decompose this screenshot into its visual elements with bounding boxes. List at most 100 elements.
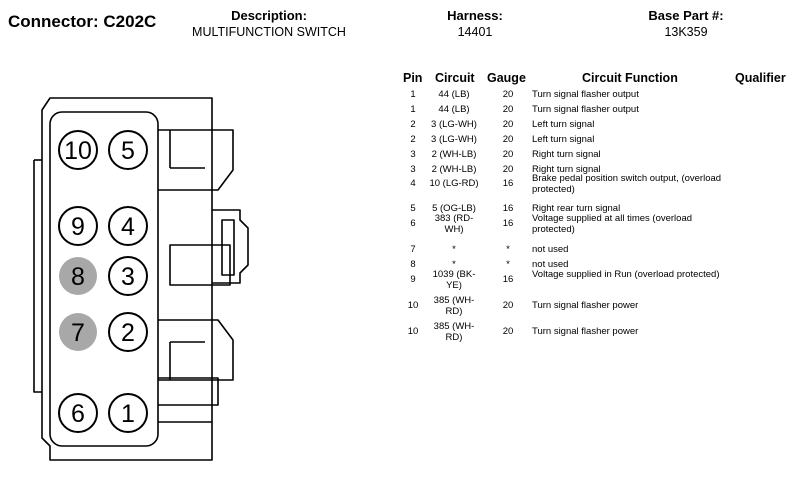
table-cell-function: Turn signal flasher power — [532, 300, 639, 311]
table-cell-function: Voltage supplied at all times (overload … — [532, 213, 693, 235]
table-cell-pin: 10 — [407, 326, 419, 337]
table-cell-pin: 6 — [410, 218, 416, 229]
table-cell-pin: 5 — [410, 203, 416, 214]
table-cell-pin: 1 — [410, 89, 416, 100]
table-cell-function: Brake pedal position switch output, (ove… — [532, 173, 722, 195]
column-header-circuit-function: Circuit Function — [582, 71, 678, 85]
description-label: Description: — [231, 8, 307, 23]
table-cell-function: Turn signal flasher output — [532, 104, 639, 115]
pin-cavity-2: 2 — [108, 312, 148, 352]
pin-cavity-1: 1 — [108, 393, 148, 433]
pin-circle — [108, 256, 148, 296]
table-cell-gauge: 16 — [502, 274, 514, 285]
connector-key — [212, 209, 249, 284]
table-cell-pin: 3 — [410, 164, 416, 175]
table-cell-circuit: 3 (LG-WH) — [431, 119, 477, 130]
connector-latch-top — [158, 129, 234, 191]
table-cell-circuit: 2 (WH-LB) — [431, 149, 477, 160]
connector-face-diagram: 10 5 9 4 8 3 7 2 6 1 — [33, 97, 249, 461]
table-cell-gauge: 20 — [502, 149, 514, 160]
pin-number-label: 7 — [71, 319, 85, 347]
pin-cavity-7: 7 — [59, 313, 97, 351]
pin-number-label: 3 — [121, 263, 135, 291]
pin-cavity-3: 3 — [108, 256, 148, 296]
pin-cavity-6: 6 — [58, 393, 98, 433]
pin-cavity-5: 5 — [108, 130, 148, 170]
table-cell-circuit: 1039 (BK-YE) — [432, 269, 476, 291]
pin-number-label: 8 — [71, 263, 85, 291]
table-cell-function: Voltage supplied in Run (overload protec… — [532, 269, 720, 280]
pin-number-label: 2 — [121, 319, 135, 347]
table-cell-circuit: * — [452, 244, 456, 255]
table-cell-pin: 3 — [410, 149, 416, 160]
connector-id: C202C — [103, 12, 157, 31]
table-cell-gauge: 20 — [502, 119, 514, 130]
table-cell-circuit: 10 (LG-RD) — [429, 178, 479, 189]
table-cell-circuit: 44 (LB) — [438, 104, 470, 115]
description-value: MULTIFUNCTION SWITCH — [192, 25, 346, 39]
connector-left-rail — [33, 160, 42, 393]
connector-title: Connector: C202C — [8, 12, 156, 32]
table-cell-gauge: 20 — [502, 104, 514, 115]
table-cell-pin: 2 — [410, 134, 416, 145]
table-cell-circuit: * — [452, 259, 456, 270]
table-cell-circuit: 383 (RD-WH) — [434, 213, 474, 235]
table-cell-gauge: 20 — [502, 164, 514, 175]
table-cell-gauge: 20 — [502, 300, 514, 311]
pin-cavity-10: 10 — [58, 130, 98, 170]
pin-circle — [108, 206, 148, 246]
table-cell-gauge: 20 — [502, 134, 514, 145]
table-cell-circuit: 385 (WH-RD) — [433, 295, 475, 317]
table-cell-gauge: 20 — [502, 89, 514, 100]
pin-number-label: 10 — [64, 137, 92, 165]
table-cell-gauge: * — [506, 244, 510, 255]
table-cell-circuit: 5 (OG-LB) — [432, 203, 476, 214]
table-cell-pin: 4 — [410, 178, 416, 189]
table-cell-pin: 9 — [410, 274, 416, 285]
table-cell-function: Turn signal flasher power — [532, 326, 639, 337]
table-cell-circuit: 385 (WH-RD) — [433, 321, 475, 343]
table-cell-gauge: 20 — [502, 326, 514, 337]
table-cell-function: not used — [532, 259, 569, 270]
table-cell-pin: 10 — [407, 300, 419, 311]
column-header-circuit: Circuit — [435, 71, 475, 85]
table-cell-circuit: 3 (LG-WH) — [431, 134, 477, 145]
table-cell-function: Turn signal flasher output — [532, 89, 639, 100]
pin-circle — [108, 393, 148, 433]
table-cell-function: not used — [532, 244, 569, 255]
table-cell-circuit: 2 (WH-LB) — [431, 164, 477, 175]
pin-circle — [58, 206, 98, 246]
table-cell-gauge: 16 — [502, 218, 514, 229]
column-header-gauge: Gauge — [487, 71, 526, 85]
table-cell-function: Left turn signal — [532, 119, 595, 130]
connector-inner-cavity — [49, 111, 159, 447]
table-cell-pin: 2 — [410, 119, 416, 130]
pin-number-label: 1 — [121, 400, 135, 428]
pin-number-label: 9 — [71, 213, 85, 241]
harness-value: 14401 — [457, 25, 493, 39]
pin-number-label: 6 — [71, 400, 85, 428]
table-cell-function: Right turn signal — [532, 149, 601, 160]
column-header-qualifier: Qualifier — [735, 71, 786, 85]
pin-cavity-4: 4 — [108, 206, 148, 246]
base-part-value: 13K359 — [664, 25, 708, 39]
pin-number-label: 4 — [121, 213, 135, 241]
table-cell-pin: 1 — [410, 104, 416, 115]
pin-circle — [58, 393, 98, 433]
table-cell-function: Right turn signal — [532, 164, 601, 175]
table-cell-circuit: 44 (LB) — [438, 89, 470, 100]
pin-circle — [58, 130, 98, 170]
table-cell-pin: 8 — [410, 259, 416, 270]
connector-middle-window — [169, 244, 231, 286]
pin-circle — [108, 312, 148, 352]
pin-cavity-8: 8 — [59, 257, 97, 295]
base-part-label: Base Part #: — [648, 8, 724, 23]
pin-number-label: 5 — [121, 137, 135, 165]
pin-circle — [59, 257, 97, 295]
table-cell-gauge: 16 — [502, 203, 514, 214]
harness-label: Harness: — [447, 8, 503, 23]
pin-circle — [108, 130, 148, 170]
connector-bottom-notch — [158, 377, 219, 406]
table-cell-gauge: * — [506, 259, 510, 270]
table-cell-gauge: 16 — [502, 178, 514, 189]
